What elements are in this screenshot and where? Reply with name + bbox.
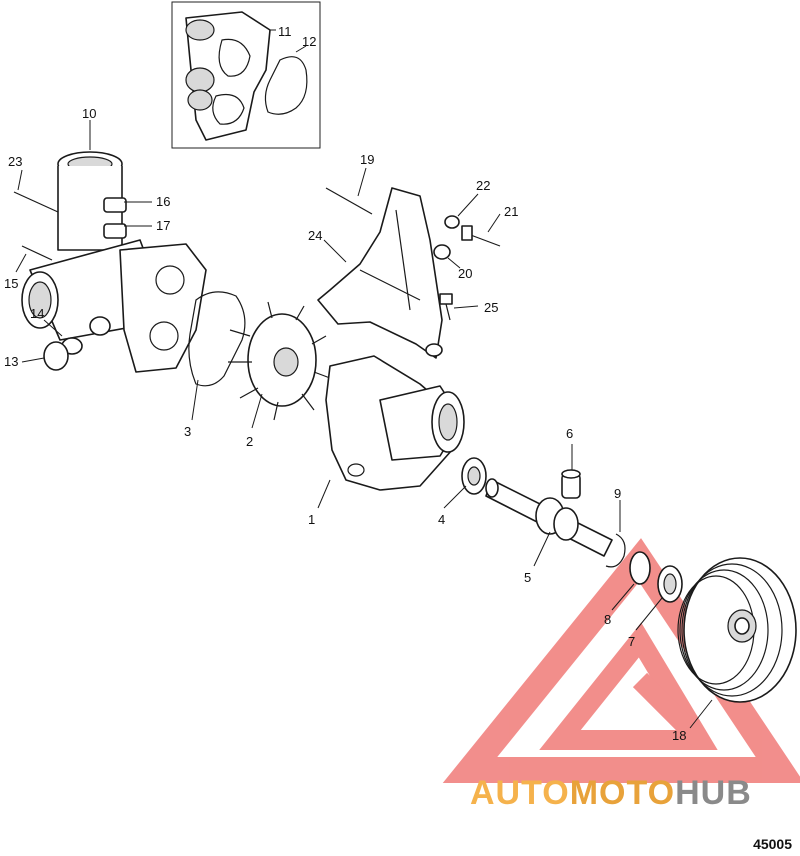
sleeve-6 [561,469,581,499]
callout-19: 19 [360,152,374,167]
callout-7: 7 [628,634,635,649]
inset-box [171,1,321,149]
callout-9: 9 [614,486,621,501]
callout-labels: 1 2 3 4 5 6 7 8 9 10 11 12 13 14 15 16 1… [4,24,686,743]
callout-22: 22 [476,178,490,193]
bearing-7 [657,565,683,603]
callout-14: 14 [30,306,44,321]
callout-5: 5 [524,570,531,585]
gasket-3 [188,291,246,387]
ring-8 [629,551,651,585]
callout-18: 18 [672,728,686,743]
callout-4: 4 [438,512,445,527]
impeller-2 [228,301,331,421]
watermark-part-1: AUTO [470,774,570,812]
callout-16: 16 [156,194,170,209]
callout-6: 6 [566,426,573,441]
callout-21: 21 [504,204,518,219]
callout-10: 10 [82,106,96,121]
callout-2: 2 [246,434,253,449]
callout-15: 15 [4,276,18,291]
callout-3: 3 [184,424,191,439]
watermark-part-3: HUB [675,774,752,812]
watermark-wordmark: AUTOMOTOHUB [470,774,752,813]
leader-lines [15,120,713,729]
shaft-5 [485,478,613,557]
figure-number: 45005 [753,836,792,852]
callout-17: 17 [156,218,170,233]
callout-24: 24 [308,228,322,243]
callout-20: 20 [458,266,472,281]
callout-8: 8 [604,612,611,627]
seal-4 [461,457,487,495]
pump-body-1 [325,355,465,491]
watermark-part-2: MOTO [569,774,676,812]
callout-13: 13 [4,354,18,369]
callout-11: 11 [278,24,292,39]
callout-12: 12 [302,34,316,49]
callout-25: 25 [484,300,498,315]
snap-ring-9 [605,533,626,568]
callout-23: 23 [8,154,22,169]
callout-1: 1 [308,512,315,527]
pulley-18 [677,557,797,703]
pump-manifold-assembly [13,151,207,373]
mounting-bracket-24 [317,187,501,359]
